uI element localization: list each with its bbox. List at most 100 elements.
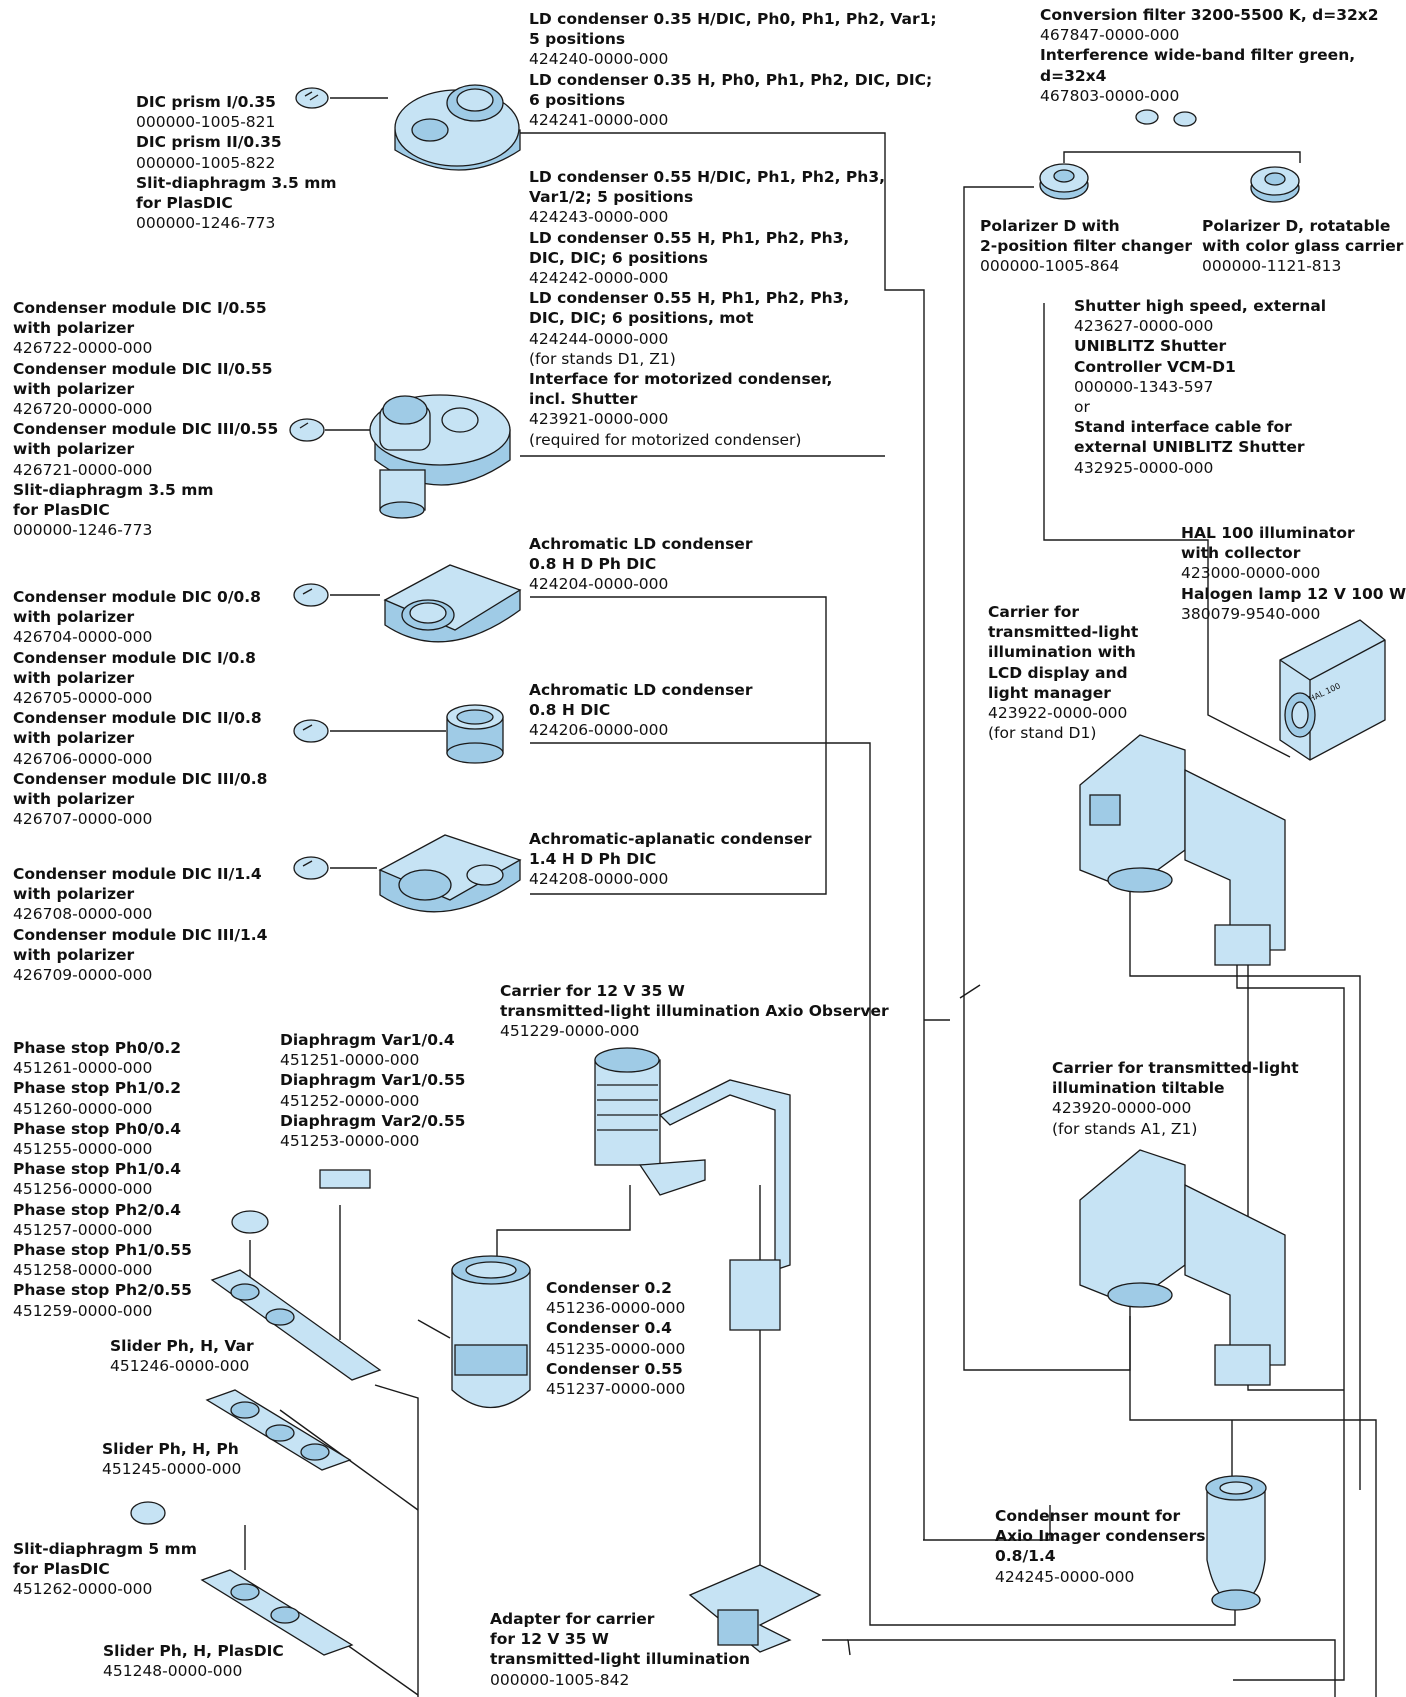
dic-prism-icon — [293, 856, 329, 880]
part-number: 426721-0000-000 — [13, 460, 153, 479]
part-number: 467803-0000-000 — [1040, 86, 1180, 105]
part-name: Carrier for — [988, 603, 1080, 621]
part-number: 451229-0000-000 — [500, 1022, 640, 1041]
part-name: DIC, DIC; 6 positions, mot — [529, 309, 754, 328]
part-number: 451237-0000-000 — [546, 1380, 686, 1399]
part-number: 467847-0000-000 — [1040, 26, 1180, 45]
part-name: DIC prism II/0.35 — [136, 133, 282, 152]
part-name: LD condenser 0.35 H, Ph0, Ph1, Ph2, DIC,… — [529, 70, 933, 89]
part-name: with polarizer — [13, 885, 135, 904]
part-number: 451235-0000-000 — [546, 1339, 686, 1358]
part-number: 000000-1005-822 — [136, 153, 276, 172]
part-name: with polarizer — [13, 729, 135, 748]
part-name: UNIBLITZ Shutter — [1074, 337, 1227, 356]
part-name: with polarizer — [13, 608, 135, 627]
dic-prism-icon — [295, 87, 329, 109]
part-name: Polarizer D with — [980, 217, 1120, 235]
part-number: 451258-0000-000 — [13, 1261, 153, 1280]
part-name: Conversion filter 3200-5500 K, d=32x2 — [1040, 6, 1379, 24]
dic-prism-icon — [289, 418, 325, 442]
hal100-illuminator-drawing — [1279, 619, 1386, 761]
part-name: 0.8/1.4 — [995, 1547, 1056, 1566]
part-number: 423921-0000-000 — [529, 410, 669, 429]
part-name: Condenser module DIC III/0.8 — [13, 769, 268, 788]
slider-ph-h-var-drawing — [210, 1169, 382, 1381]
part-name: Condenser module DIC II/0.8 — [13, 709, 262, 728]
part-name: d=32x4 — [1040, 66, 1107, 85]
part-name: Slit-diaphragm 3.5 mm — [13, 480, 214, 499]
dic-prism-icon — [293, 583, 329, 607]
achromatic-ld-08-small-drawing — [446, 704, 504, 764]
part-number: 451251-0000-000 — [280, 1051, 420, 1070]
part-number: 424206-0000-000 — [529, 721, 669, 740]
part-number: 424208-0000-000 — [529, 870, 669, 889]
label-module-dic-055: Condenser module DIC I/0.55 with polarize… — [13, 298, 278, 540]
part-name: Phase stop Ph1/0.55 — [13, 1241, 192, 1260]
part-name: Phase stop Ph0/0.4 — [13, 1119, 182, 1138]
part-name: Stand interface cable for — [1074, 418, 1292, 437]
condenser-small-drawing — [451, 1255, 531, 1409]
part-name: Slit-diaphragm 5 mm — [13, 1540, 197, 1558]
part-number: (for stands A1, Z1) — [1052, 1119, 1198, 1138]
part-name: transmitted-light — [988, 623, 1139, 642]
filter-disc-icon — [1135, 109, 1197, 127]
part-name: Phase stop Ph0/0.2 — [13, 1039, 182, 1057]
achromatic-ld-08-drawing — [383, 564, 522, 643]
part-name: illumination tiltable — [1052, 1079, 1225, 1098]
part-name: Adapter for carrier — [490, 1610, 655, 1628]
part-number: 424245-0000-000 — [995, 1567, 1135, 1586]
part-number: 424244-0000-000 — [529, 329, 669, 348]
slider-ph-h-ph-drawing — [205, 1389, 352, 1471]
part-name: Carrier for 12 V 35 W — [500, 982, 685, 1000]
part-name: incl. Shutter — [529, 390, 638, 409]
part-number: 426709-0000-000 — [13, 966, 153, 985]
part-name: Shutter high speed, external — [1074, 297, 1327, 315]
part-number: 451257-0000-000 — [13, 1220, 153, 1239]
part-number: 451248-0000-000 — [103, 1662, 243, 1681]
part-number: 426708-0000-000 — [13, 905, 153, 924]
part-name: transmitted-light illumination — [490, 1650, 750, 1669]
part-name: with polarizer — [13, 790, 135, 809]
part-name: Condenser module DIC I/0.8 — [13, 648, 256, 667]
label-ld-condenser-035: LD condenser 0.35 H/DIC, Ph0, Ph1, Ph2, … — [529, 9, 937, 130]
part-name: Carrier for transmitted-light — [1052, 1059, 1299, 1077]
part-number: 000000-1343-597 — [1074, 377, 1214, 396]
part-number: 423627-0000-000 — [1074, 317, 1214, 336]
part-name: Diaphragm Var1/0.4 — [280, 1031, 455, 1049]
part-name: Achromatic LD condenser — [529, 681, 753, 699]
carrier-lcd-drawing — [1079, 734, 1286, 966]
label-slider-ph-h-ph: Slider Ph, H, Ph 451245-0000-000 — [102, 1439, 241, 1479]
part-number: (for stand D1) — [988, 724, 1097, 743]
part-name: Condenser module DIC I/0.55 — [13, 299, 267, 317]
part-name: LCD display and — [988, 663, 1128, 682]
part-number: 423920-0000-000 — [1052, 1099, 1192, 1118]
part-number: 000000-1005-821 — [136, 113, 276, 132]
part-name: Interface for motorized condenser, — [529, 370, 833, 389]
part-name: Slider Ph, H, PlasDIC — [103, 1642, 284, 1660]
part-number: 426722-0000-000 — [13, 339, 153, 358]
part-number: 424240-0000-000 — [529, 50, 669, 69]
part-number: 451252-0000-000 — [280, 1091, 420, 1110]
part-number: 426704-0000-000 — [13, 628, 153, 647]
label-polarizer-d: Polarizer D with 2-position filter change… — [980, 216, 1192, 277]
part-name: Slider Ph, H, Var — [110, 1337, 254, 1355]
part-name: with collector — [1181, 544, 1301, 563]
label-shutter: Shutter high speed, external 423627-0000-… — [1074, 296, 1326, 478]
part-name: Var1/2; 5 positions — [529, 188, 694, 207]
part-number: 451259-0000-000 — [13, 1301, 153, 1320]
part-name: with color glass carrier — [1202, 237, 1404, 256]
part-name: Halogen lamp 12 V 100 W — [1181, 584, 1406, 603]
part-name: Slider Ph, H, Ph — [102, 1440, 239, 1458]
part-name: with polarizer — [13, 379, 135, 398]
part-name: Condenser module DIC II/1.4 — [13, 865, 262, 883]
part-number: 451245-0000-000 — [102, 1460, 242, 1479]
part-number: or — [1074, 398, 1090, 417]
part-name: LD condenser 0.55 H, Ph1, Ph2, Ph3, — [529, 289, 850, 308]
part-name: 2-position filter changer — [980, 237, 1193, 256]
